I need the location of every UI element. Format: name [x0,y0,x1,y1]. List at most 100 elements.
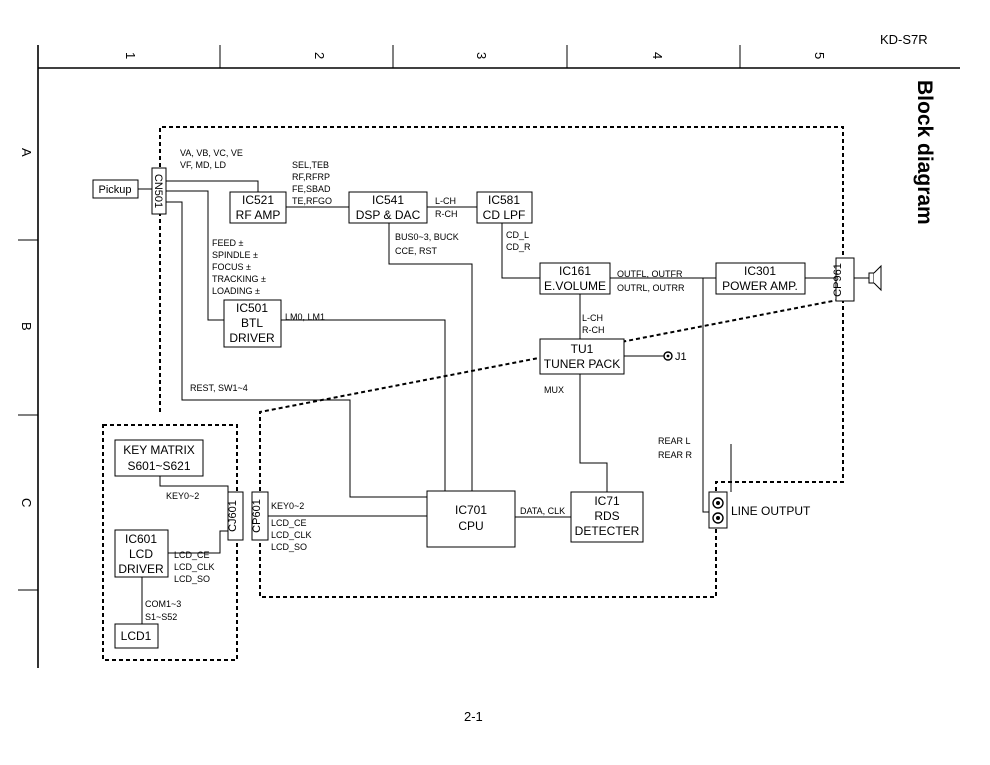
ic71-block [570,491,644,543]
signal-label: LCD_SO [174,574,210,584]
signal-label: LCD_CLK [271,530,312,540]
key-matrix-block [114,439,204,477]
signal-label: SPINDLE ± [212,250,258,260]
ic161-label: IC161 [559,264,591,278]
lcd1-label: LCD1 [121,629,152,643]
ic521-function: RF AMP [236,208,281,222]
ic701-label: IC701 [455,503,487,517]
diagram-title: Block diagram [913,80,936,225]
signal-label: LCD_SO [271,542,307,552]
column-label: 3 [474,52,489,59]
ic541-block [348,191,428,224]
tu1-function: TUNER PACK [544,357,620,371]
signal-label: REAR R [658,450,693,460]
signal-label: TE,RFGO [292,196,332,206]
wires [138,180,869,624]
sheet-frame [18,45,960,668]
tu1-label: TU1 [571,342,594,356]
ic501-block [223,299,282,348]
signal-label: KEY0~2 [166,491,199,501]
signal-label: FOCUS ± [212,262,251,272]
signal-label: RF,RFRP [292,172,330,182]
model-number: KD-S7R [880,32,928,47]
ic501-function-2: DRIVER [229,331,275,345]
signal-label: OUTRL, OUTRR [617,283,685,293]
line-output-label: LINE OUTPUT [731,504,811,518]
key-matrix-function: S601~S621 [127,459,190,473]
ic601-function-2: DRIVER [118,562,164,576]
ic161-block [539,262,611,295]
ic301-label: IC301 [744,264,776,278]
antenna-jack-icon [663,351,673,361]
row-labels: A B C [19,148,34,507]
column-label: 4 [650,52,665,59]
signal-label: REST, SW1~4 [190,383,248,393]
ic701-block [426,490,516,548]
ic601-function: LCD [129,547,153,561]
column-label: 2 [312,52,327,59]
signal-label: LM0, LM1 [285,312,325,322]
front-panel-enclosure [102,424,238,661]
signal-label: COM1~3 [145,599,181,609]
column-label: 5 [812,52,827,59]
signal-label: CCE, RST [395,246,438,256]
ic541-label: IC541 [372,193,404,207]
ic601-label: IC601 [125,532,157,546]
row-label: C [19,498,34,507]
signal-label: BUS0~3, BUCK [395,232,459,242]
row-label: A [19,148,34,157]
signal-label: LCD_CE [271,518,307,528]
ic501-label: IC501 [236,301,268,315]
ic301-block [715,262,806,295]
pickup-label: Pickup [98,184,131,196]
ic601-block [114,529,169,578]
signal-label: FEED ± [212,238,244,248]
signal-label: VA, VB, VC, VE [180,148,243,158]
row-label: B [19,322,34,331]
column-labels: 1 2 3 4 5 [123,52,827,59]
signal-label: REAR L [658,436,691,446]
ic71-function: RDS [594,509,619,523]
ic701-function: CPU [458,519,483,533]
signal-label: R-CH [435,209,458,219]
line-output-jack-icon [708,491,728,529]
ic581-block [476,191,533,224]
signal-label: LCD_CLK [174,562,215,572]
signal-label: DATA, CLK [520,506,565,516]
tu1-block [539,338,625,375]
ic301-function: POWER AMP. [722,279,798,293]
signal-label: KEY0~2 [271,501,304,511]
signal-label: FE,SBAD [292,184,331,194]
ic71-label: IC71 [594,494,620,508]
signal-label: S1~S52 [145,612,177,622]
signal-labels: VA, VB, VC, VE VF, MD, LD SEL,TEB RF,RFR… [145,148,693,622]
signal-label: L-CH [435,196,456,206]
ic501-function: BTL [241,316,263,330]
speaker-icon [868,264,882,292]
ic521-label: IC521 [242,193,274,207]
signal-label: R-CH [582,325,605,335]
main-unit-enclosure [159,126,844,598]
ic71-function-2: DETECTER [575,524,640,538]
cj601-label: CJ601 [227,500,239,532]
ic161-function: E.VOLUME [544,279,606,293]
cp601-label: CP601 [251,499,263,533]
ic581-label: IC581 [488,193,520,207]
page-number: 2-1 [464,709,483,724]
j1-label: J1 [675,351,687,363]
signal-label: OUTFL, OUTFR [617,269,683,279]
signal-label: CD_R [506,242,531,252]
signal-label: TRACKING ± [212,274,266,284]
signal-label: MUX [544,385,564,395]
cp961-label: CP961 [832,263,844,297]
signal-label: VF, MD, LD [180,160,227,170]
key-matrix-label: KEY MATRIX [123,443,195,457]
lcd1-block [114,623,159,649]
signal-label: LOADING ± [212,286,260,296]
ic521-block [229,191,287,224]
cn501-label: CN501 [152,174,164,208]
column-label: 1 [123,52,138,59]
signal-label: LCD_CE [174,550,210,560]
signal-label: SEL,TEB [292,160,329,170]
